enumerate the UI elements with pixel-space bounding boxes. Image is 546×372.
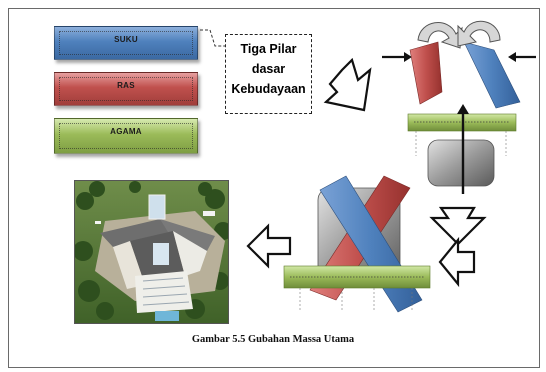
up-solid-arrow-icon (457, 104, 469, 114)
hollow-arrow-icon (323, 57, 372, 112)
rotate-arrow-left-icon (417, 22, 463, 49)
rotate-arrow-right-icon (457, 20, 501, 47)
blue-pillar (463, 41, 521, 109)
red-pillar (409, 41, 443, 105)
connector-line (200, 29, 226, 47)
suku-bar-outline (59, 31, 193, 55)
top-right-composition (382, 20, 536, 194)
tiga-pilar-line-2: dasar (251, 62, 286, 76)
right-solid-arrow-icon (508, 52, 516, 62)
gray-block-top (427, 139, 495, 187)
agama-bar-outline (59, 123, 193, 149)
ras-bar: RAS (54, 72, 198, 106)
agama-bar: AGAMA (54, 118, 198, 154)
hollow-down-arrow-icon (429, 206, 487, 246)
aerial-building-image (75, 181, 228, 323)
left-solid-arrow-icon (404, 52, 412, 62)
agama-label: AGAMA (110, 127, 142, 136)
figure-caption: Gambar 5.5 Gubahan Massa Utama (191, 334, 355, 345)
tiga-pilar-line-3: Kebudayaan (231, 82, 306, 96)
bottom-composition (283, 175, 431, 313)
ras-label: RAS (117, 81, 135, 90)
hollow-left-arrow-middle-icon (246, 223, 292, 269)
tiga-pilar-box: Tiga Pilar dasar Kebudayaan (225, 34, 312, 114)
suku-label: SUKU (114, 35, 138, 44)
hollow-left-arrow-right-icon (438, 236, 476, 288)
site-photo (74, 180, 229, 324)
tiga-pilar-line-1: Tiga Pilar (240, 42, 297, 56)
ras-bar-outline (59, 77, 193, 101)
suku-bar: SUKU (54, 26, 198, 60)
